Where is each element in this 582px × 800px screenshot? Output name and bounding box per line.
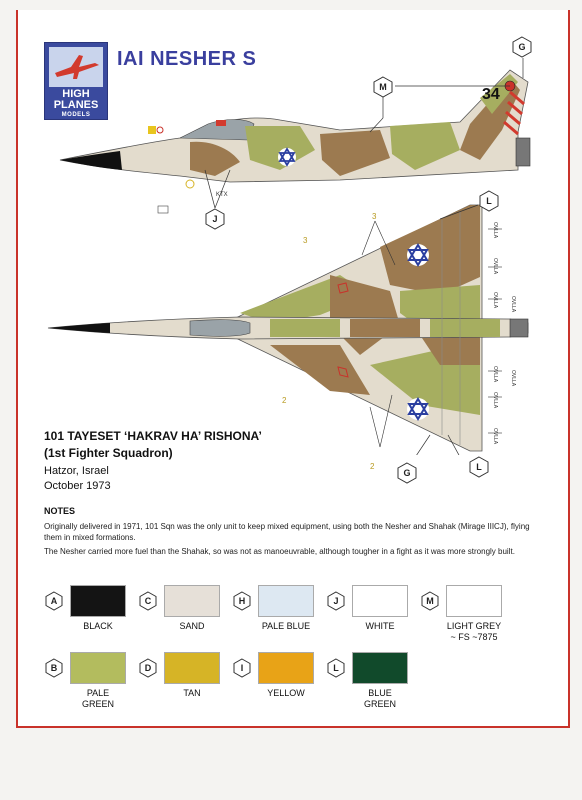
planform-drawing (47, 204, 529, 455)
swatch-code-badge: H (232, 591, 252, 611)
side-profile-drawing: KTX (59, 58, 531, 214)
date-label: October 1973 (44, 480, 111, 492)
tail-number: 34 (482, 86, 500, 103)
swatch-code: D (144, 663, 152, 673)
stencil-label: OVLLA (510, 296, 516, 313)
swatch-code: B (50, 663, 58, 673)
hexagon-icon (45, 658, 63, 678)
swatch-code-badge: J (326, 591, 346, 611)
swatch-code-badge: C (138, 591, 158, 611)
hexagon-icon (139, 658, 157, 678)
swatch-code-badge: M (420, 591, 440, 611)
swatch-code-badge: I (232, 658, 252, 678)
hexagon-icon (397, 462, 417, 484)
hexagon-icon (233, 658, 251, 678)
page-title: IAI NESHER S (117, 48, 257, 70)
color-number-label: 3 (303, 236, 308, 245)
swatch-name-line: PALE (86, 688, 110, 698)
callout-l-top: L (478, 190, 500, 212)
stencil-label: OVLLA (492, 428, 498, 445)
notes-heading: NOTES (44, 506, 76, 516)
swatch-name-line: GREEN (81, 699, 114, 709)
swatch-color-chip (446, 585, 502, 617)
stencil-label: OVLLA (492, 392, 498, 409)
swatch-code: I (240, 663, 244, 673)
hexagon-icon (233, 591, 251, 611)
swatch-color-chip (164, 652, 220, 684)
hexagon-icon (373, 76, 393, 98)
hexagon-icon (327, 658, 345, 678)
stencil-label: OVLLA (492, 366, 498, 383)
swatch-name: YELLOW (226, 688, 346, 699)
swatch-code: C (144, 596, 152, 606)
swatch-code: A (50, 596, 58, 606)
hexagon-icon (479, 190, 499, 212)
swatch-color-chip (352, 652, 408, 684)
swatch-name: WHITE (320, 621, 440, 632)
callout-j-side: J (204, 208, 226, 230)
plane-logo-icon (49, 47, 103, 87)
swatch-code: M (426, 596, 434, 606)
swatch-name-line: GREEN (363, 699, 396, 709)
notes-paragraph-1: Originally delivered in 1971, 101 Sqn wa… (44, 522, 530, 542)
hexagon-icon (205, 208, 225, 230)
callout-g-bottom: G (396, 462, 418, 484)
swatch-name-line: WHITE (365, 621, 395, 631)
hexagon-icon (421, 591, 439, 611)
swatch-name: PALE BLUE (226, 621, 346, 632)
swatch-name-line: ~ FS ~7875 (450, 632, 498, 642)
stencil-label: OVLLA (492, 222, 498, 239)
swatch-name-line: PALE BLUE (261, 621, 311, 631)
logo-text-high: HIGH (62, 88, 90, 100)
swatch-code: J (333, 596, 339, 606)
unit-translation: (1st Fighter Squadron) (44, 446, 173, 460)
high-planes-logo: HIGH PLANES MODELS (44, 42, 108, 120)
stencil-label: OVLLA (510, 370, 516, 387)
hexagon-icon (469, 456, 489, 478)
swatch-name-line: SAND (179, 621, 205, 631)
swatch-name-line: BLUE (368, 688, 392, 698)
hexagon-icon (327, 591, 345, 611)
callout-g-top: G (511, 36, 533, 58)
swatch-color-chip (164, 585, 220, 617)
callout-m-top: M (372, 76, 394, 98)
base-location: Hatzor, Israel (44, 465, 109, 477)
hexagon-icon (45, 591, 63, 611)
swatch-color-chip (70, 585, 126, 617)
swatch-name-line: YELLOW (267, 688, 305, 698)
hexagon-icon (139, 591, 157, 611)
swatch-name-line: BLACK (83, 621, 113, 631)
logo-text-models: MODELS (61, 112, 91, 118)
swatch-name: TAN (132, 688, 252, 699)
swatch-color-chip (258, 652, 314, 684)
color-number-label: 3 (372, 212, 377, 221)
swatch-name: BLACK (38, 621, 158, 632)
callout-l-bottom: L (468, 456, 490, 478)
swatch-code-badge: D (138, 658, 158, 678)
logo-text-planes: PLANES (53, 99, 99, 111)
swatch-color-chip (352, 585, 408, 617)
svg-text:KTX: KTX (216, 192, 228, 198)
swatch-name-line: LIGHT GREY (446, 621, 502, 631)
swatch-color-chip (258, 585, 314, 617)
swatch-code-badge: A (44, 591, 64, 611)
swatch-code: L (333, 663, 339, 673)
swatch-name: LIGHT GREY~ FS ~7875 (414, 621, 534, 643)
color-number-label: 2 (370, 462, 375, 471)
stencil-label: OVLLA (492, 292, 498, 309)
color-number-label: 2 (282, 396, 287, 405)
swatch-code-badge: B (44, 658, 64, 678)
swatch-code-badge: L (326, 658, 346, 678)
swatch-name: SAND (132, 621, 252, 632)
hexagon-icon (512, 36, 532, 58)
swatch-color-chip (70, 652, 126, 684)
notes-paragraph-2: The Nesher carried more fuel than the Sh… (44, 547, 515, 556)
unit-name: 101 TAYESET ‘HAKRAV HA’ RISHONA’ (44, 429, 262, 443)
stencil-label: OVLLA (492, 258, 498, 275)
swatch-code: H (238, 596, 246, 606)
swatch-name-line: TAN (183, 688, 201, 698)
